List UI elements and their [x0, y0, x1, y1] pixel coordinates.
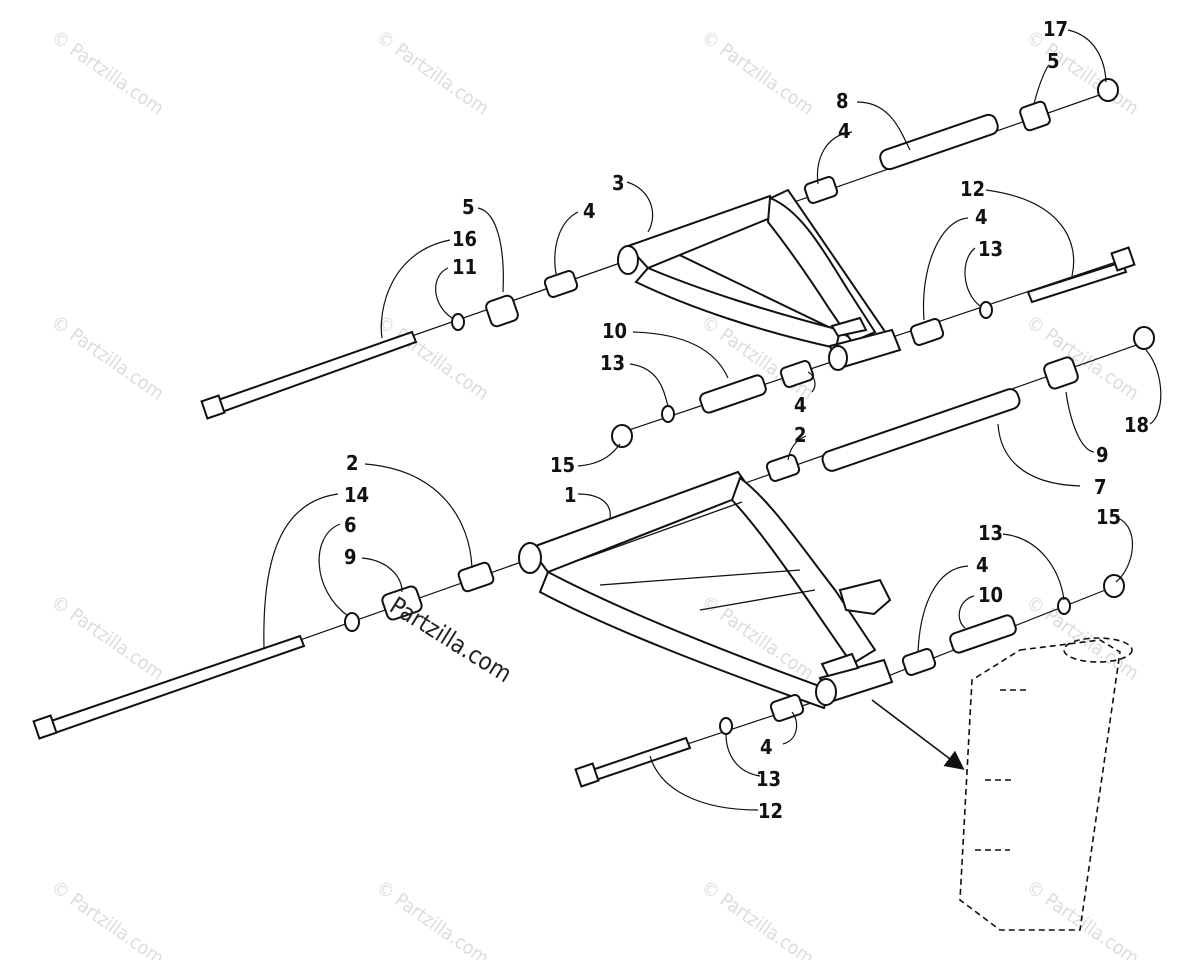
callout-layer: 17 5 8 4 3 12 5 4 16 11 4 13 10 13 4 15 … [344, 17, 1149, 823]
shaft-7 [821, 388, 1021, 472]
lower-a-arm [518, 470, 894, 710]
callout-13: 13 [756, 767, 781, 791]
callout-12: 12 [758, 799, 783, 823]
callout-1: 1 [564, 483, 577, 507]
callout-13: 13 [978, 521, 1003, 545]
watermark: © Partzilla.com [47, 311, 168, 405]
callout-6: 6 [344, 513, 357, 537]
bolt-head-14 [32, 714, 58, 740]
callout-10: 10 [978, 583, 1003, 607]
callout-4: 4 [794, 393, 807, 417]
watermark: © Partzilla.com [47, 591, 168, 685]
washer-13-middle [661, 405, 675, 423]
bolt-head-16 [200, 394, 226, 420]
hardware [32, 78, 1155, 788]
watermark: © Partzilla.com [1022, 591, 1143, 685]
bushing-9-left [381, 585, 423, 621]
bolt-head-12-upper [1110, 246, 1136, 272]
washer-11 [451, 313, 465, 331]
sleeve-8 [879, 113, 999, 171]
callout-17: 17 [1043, 17, 1068, 41]
leader-lines [263, 29, 1162, 811]
bolt-16 [216, 330, 418, 414]
callout-2: 2 [346, 451, 359, 475]
bolt-12-lower [590, 736, 692, 782]
callout-8: 8 [836, 89, 849, 113]
callout-4: 4 [838, 119, 851, 143]
watermark: © Partzilla.com [47, 26, 168, 120]
callout-7: 7 [1094, 475, 1107, 499]
callout-9: 9 [1096, 443, 1109, 467]
callout-9: 9 [344, 545, 357, 569]
bushing-2-upper [765, 454, 801, 482]
bushing-5-top [1019, 100, 1051, 132]
bushing-2-lower [457, 561, 495, 593]
direction-arrow [871, 699, 965, 770]
callout-5: 5 [462, 195, 475, 219]
brand-watermark: Partzilla.com [385, 591, 517, 688]
nut-17 [1097, 78, 1119, 102]
callout-15: 15 [550, 453, 575, 477]
bushing-4-upper-mid [909, 318, 945, 346]
callout-4: 4 [583, 199, 596, 223]
washer-13-lower [719, 717, 733, 735]
bolt-14 [46, 634, 306, 736]
watermark: © Partzilla.com [1022, 311, 1143, 405]
bolt-head-12-lower [574, 762, 600, 788]
watermark: © Partzilla.com [372, 876, 493, 960]
upper-a-arm [617, 188, 902, 371]
spindle-reference [959, 637, 1133, 931]
nut-15-upper [611, 424, 633, 448]
bushing-4-lower [769, 694, 805, 722]
sleeve-10-lower [949, 614, 1017, 654]
bushing-4-upper-right [803, 176, 839, 204]
nut-18 [1133, 326, 1155, 350]
bushing-5-upper [485, 294, 519, 328]
watermark: © Partzilla.com [47, 876, 168, 960]
watermark-layer: © Partzilla.com © Partzilla.com © Partzi… [47, 26, 1143, 960]
watermark: © Partzilla.com [697, 876, 818, 960]
callout-13: 13 [600, 351, 625, 375]
callout-4: 4 [760, 735, 773, 759]
nut-15-lower [1103, 574, 1125, 598]
callout-14: 14 [344, 483, 369, 507]
bushing-4-upper-left [543, 270, 579, 298]
callout-18: 18 [1124, 413, 1149, 437]
callout-3: 3 [612, 171, 625, 195]
callout-15: 15 [1096, 505, 1121, 529]
watermark: © Partzilla.com [372, 311, 493, 405]
watermark: © Partzilla.com [372, 26, 493, 120]
bushing-4-middle [779, 360, 815, 388]
sleeve-10-upper [699, 374, 767, 414]
bushing-4-lower-right [901, 648, 937, 676]
callout-4: 4 [975, 205, 988, 229]
callout-11: 11 [452, 255, 477, 279]
callout-13: 13 [978, 237, 1003, 261]
callout-16: 16 [452, 227, 477, 251]
bushing-9-right [1043, 356, 1079, 390]
watermark: © Partzilla.com [697, 26, 818, 120]
bolt-12-upper [1026, 260, 1128, 304]
callout-4: 4 [976, 553, 989, 577]
callout-12: 12 [960, 177, 985, 201]
washer-13-lower-right [1057, 597, 1071, 615]
callout-2: 2 [794, 423, 807, 447]
washer-6 [344, 612, 360, 632]
callout-5: 5 [1047, 49, 1060, 73]
callout-10: 10 [602, 319, 627, 343]
washer-13-upper [979, 301, 993, 319]
